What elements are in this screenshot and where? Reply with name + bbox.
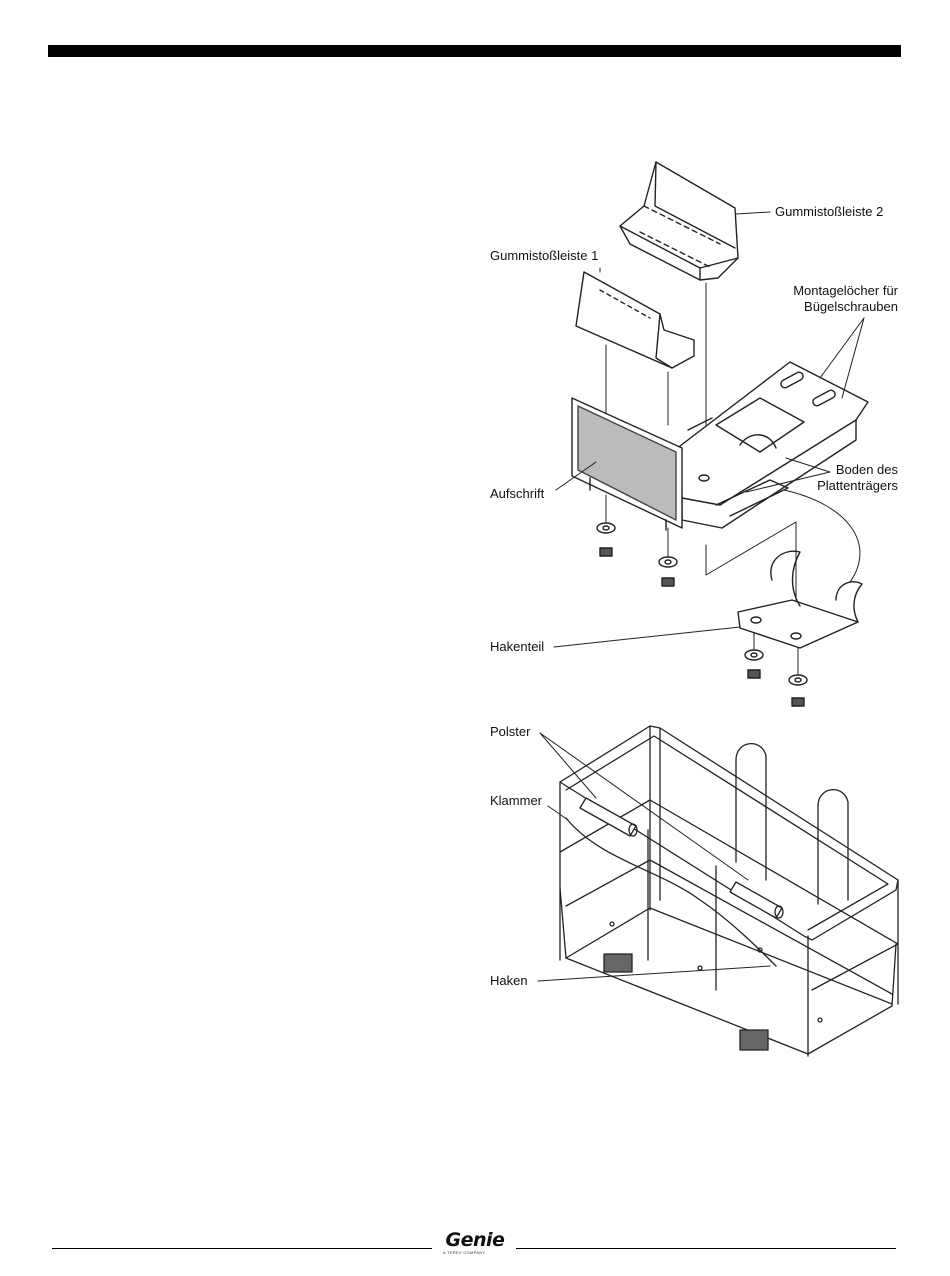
leader-lines-basket [538, 733, 770, 981]
label-mounting-holes-line2: Bügelschrauben [770, 299, 898, 315]
logo-tagline: A TEREX COMPANY [443, 1250, 485, 1255]
label-mounting-holes-line1: Montagelöcher für [770, 283, 898, 299]
label-hook: Haken [490, 973, 528, 989]
bumper-pad-1 [576, 272, 694, 368]
label-bumper-pad-2: Gummistoßleiste 2 [775, 204, 883, 220]
work-platform-basket [560, 726, 898, 1056]
plate-carrier [680, 362, 868, 528]
genie-logo: Genie A TEREX COMPANY [437, 1229, 513, 1257]
label-decal: Aufschrift [490, 486, 544, 502]
label-pads: Polster [490, 724, 530, 740]
label-carrier-floor-line2: Plattenträgers [800, 478, 898, 494]
label-hook-part: Hakenteil [490, 639, 544, 655]
label-bumper-pad-1: Gummistoßleiste 1 [490, 248, 598, 264]
footer-rule-right [516, 1248, 896, 1249]
logo-wordmark: Genie [437, 1229, 513, 1251]
bumper-pad-2 [620, 162, 738, 280]
hook-part [738, 551, 862, 648]
decal-plate [572, 398, 682, 530]
label-carrier-floor-line1: Boden des [800, 462, 898, 478]
label-clamp: Klammer [490, 793, 542, 809]
footer-rule-left [52, 1248, 432, 1249]
